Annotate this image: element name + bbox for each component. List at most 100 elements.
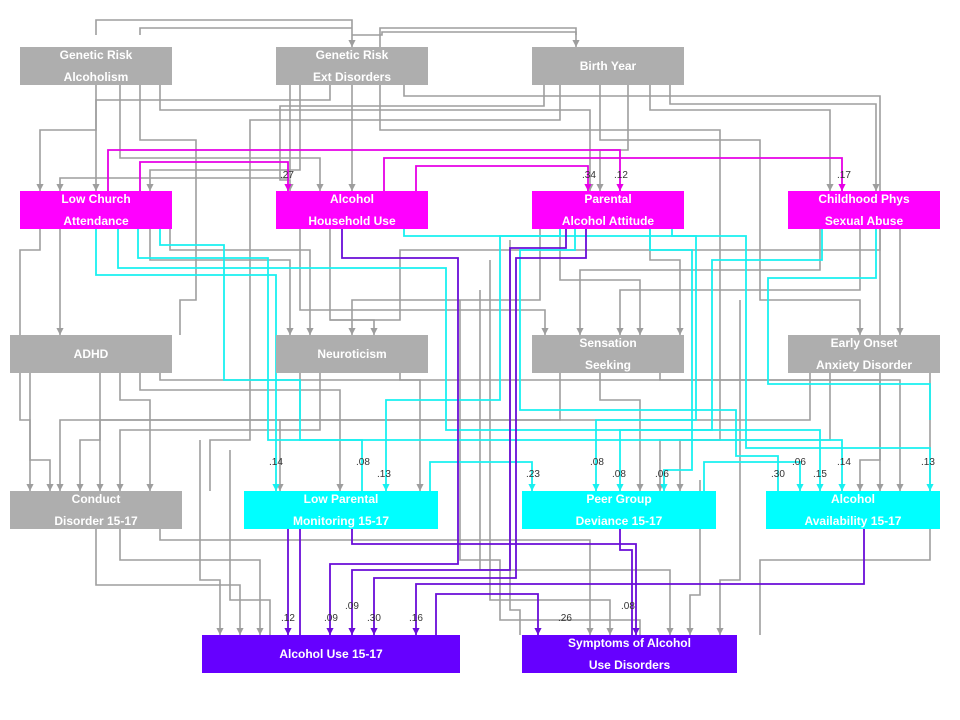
arrowhead-grey-5 xyxy=(92,184,100,191)
arrowhead-grey-13 xyxy=(596,184,604,191)
arrowhead-grey-24 xyxy=(306,328,314,335)
arrowhead-cyan-70 xyxy=(660,484,668,491)
node-label-line1: ADHD xyxy=(73,347,109,361)
node-label-line2: Alcoholism xyxy=(63,70,129,84)
node-label-line1: Alcohol xyxy=(831,492,875,506)
connector-grey-16 xyxy=(599,85,861,335)
connector-grey-9 xyxy=(379,85,721,491)
arrowhead-grey-48 xyxy=(256,628,264,635)
arrowhead-cyan-67 xyxy=(592,484,600,491)
connector-cyan-72 xyxy=(619,229,823,491)
arrowhead-grey-27 xyxy=(348,328,356,335)
connector-grey-2 xyxy=(119,85,321,191)
arrowhead-grey-32 xyxy=(896,328,904,335)
arrowhead-grey-6 xyxy=(348,184,356,191)
node-label-line1: Childhood Phys xyxy=(818,192,910,206)
node-label-line1: Peer Group xyxy=(586,492,652,506)
connector-grey-34 xyxy=(79,373,101,491)
connector-purple-78 xyxy=(329,229,459,635)
arrowhead-purple-81 xyxy=(632,628,640,635)
arrowhead-grey-26 xyxy=(370,328,378,335)
connector-grey-48 xyxy=(119,529,261,635)
connector-grey-36 xyxy=(139,373,341,491)
node-label-line2: Household Use xyxy=(308,214,396,228)
connector-cyan-73 xyxy=(767,229,931,420)
connector-grey-23 xyxy=(149,229,291,335)
arrowhead-grey-55 xyxy=(716,628,724,635)
arrowhead-cyan-68 xyxy=(382,484,390,491)
connector-grey-14 xyxy=(649,85,831,191)
connector-grey-25 xyxy=(299,229,546,335)
arrowhead-grey-29 xyxy=(676,328,684,335)
node-label-line2: Attendance xyxy=(63,214,129,228)
connector-grey-20 xyxy=(139,27,352,35)
node-label-line2: Anxiety Disorder xyxy=(815,358,913,372)
coefficient-label: .30 xyxy=(367,613,381,624)
node-label-line2: Disorder 15-17 xyxy=(54,514,138,528)
connector-purple-84 xyxy=(435,593,539,635)
arrowhead-purple-80 xyxy=(348,628,356,635)
arrowhead-grey-1 xyxy=(36,184,44,191)
node-alcohol-use: Alcohol Use 15-17 xyxy=(202,635,460,673)
node-parental-alcohol-attitude: Parental Alcohol Attitude xyxy=(532,191,684,229)
arrowhead-grey-49 xyxy=(586,628,594,635)
node-adhd: ADHD xyxy=(10,335,172,373)
node-label-line1: Neuroticism xyxy=(317,347,387,361)
node-alcohol-availability: Alcohol Availability 15-17 xyxy=(766,491,940,529)
arrowhead-cyan-75 xyxy=(796,484,804,491)
node-conduct-disorder: Conduct Disorder 15-17 xyxy=(10,491,182,529)
node-neuroticism: Neuroticism xyxy=(276,335,428,373)
arrowhead-grey-35 xyxy=(146,484,154,491)
node-genetic-risk-alcoholism: Genetic Risk Alcoholism xyxy=(20,47,172,85)
arrowhead-purple-78 xyxy=(326,628,334,635)
connector-grey-24 xyxy=(169,229,311,335)
node-label-line1: Symptoms of Alcohol xyxy=(568,636,691,650)
coefficient-label: .13 xyxy=(921,457,935,468)
arrowhead-grey-45 xyxy=(56,484,64,491)
connector-magenta-60 xyxy=(139,161,289,191)
connector-grey-47 xyxy=(95,529,241,635)
connector-grey-17 xyxy=(95,19,353,47)
arrowhead-grey-38 xyxy=(46,484,54,491)
connector-purple-79 xyxy=(373,229,587,635)
connector-cyan-70 xyxy=(649,229,693,491)
arrowhead-grey-28 xyxy=(636,328,644,335)
connector-cyan-71 xyxy=(671,229,931,491)
connector-grey-8 xyxy=(59,85,291,191)
coefficient-label: .09 xyxy=(324,613,338,624)
connector-cyan-75 xyxy=(703,461,801,491)
connector-grey-54 xyxy=(689,480,701,635)
arrowhead-magenta-59 xyxy=(616,184,624,191)
arrowhead-grey-57 xyxy=(606,628,614,635)
connector-grey-7 xyxy=(149,85,301,191)
node-label-line2: Use Disorders xyxy=(588,658,671,672)
node-label-line1: Alcohol Use 15-17 xyxy=(279,647,383,661)
connector-grey-12 xyxy=(209,85,561,491)
coefficient-label: .34 xyxy=(582,170,596,181)
arrowhead-grey-54 xyxy=(686,628,694,635)
connector-grey-3 xyxy=(139,85,197,335)
arrowhead-grey-14 xyxy=(826,184,834,191)
arrowhead-cyan-63 xyxy=(272,484,280,491)
arrowhead-grey-8 xyxy=(56,184,64,191)
arrowhead-grey-39 xyxy=(96,484,104,491)
connector-cyan-74 xyxy=(429,461,533,491)
arrowhead-grey-30 xyxy=(576,328,584,335)
connector-cyan-66 xyxy=(159,229,363,491)
coefficient-label: .17 xyxy=(837,170,851,181)
connector-grey-46 xyxy=(679,373,831,491)
node-childhood-abuse: Childhood Phys Sexual Abuse xyxy=(788,191,940,229)
node-label-line2: Sexual Abuse xyxy=(824,214,904,228)
connector-grey-35 xyxy=(119,373,151,491)
arrowhead-grey-46 xyxy=(676,484,684,491)
connector-grey-5 xyxy=(95,85,331,191)
connector-grey-15 xyxy=(669,85,877,191)
coefficient-label: .23 xyxy=(526,469,540,480)
node-label-line1: Low Church xyxy=(61,192,131,206)
coefficient-label: .09 xyxy=(345,601,359,612)
node-label-line1: Sensation xyxy=(579,336,637,350)
coefficient-label: .16 xyxy=(409,613,423,624)
arrowhead-grey-44 xyxy=(896,484,904,491)
arrowhead-grey-53 xyxy=(666,628,674,635)
arrowhead-cyan-65 xyxy=(838,484,846,491)
